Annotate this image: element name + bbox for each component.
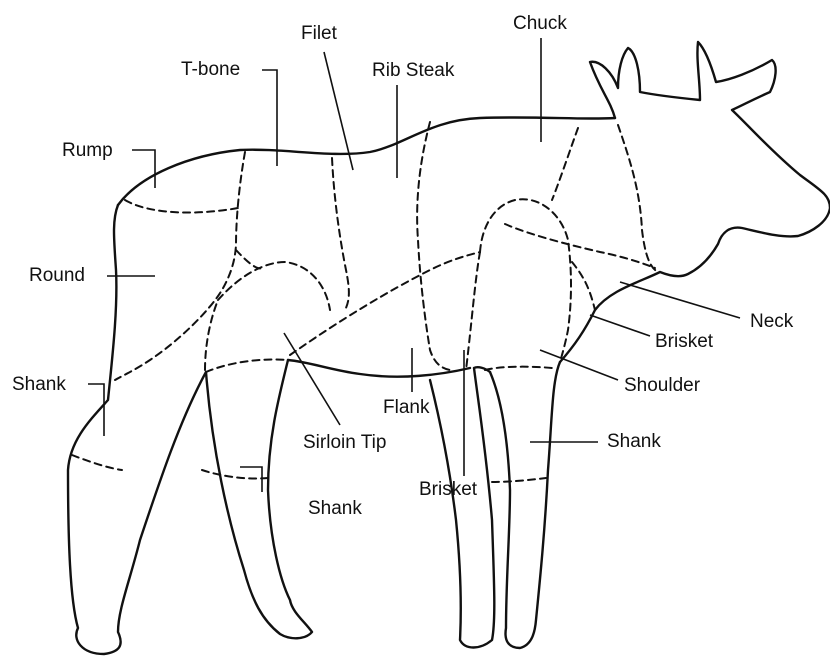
leader-sirloin-tip — [284, 333, 340, 425]
label-brisket-lower: Brisket — [419, 480, 477, 499]
leader-filet — [324, 52, 353, 170]
leader-shank-lower — [240, 467, 262, 492]
leader-shank-hind — [88, 384, 104, 436]
label-neck: Neck — [750, 312, 793, 331]
label-rib-steak: Rib Steak — [372, 61, 454, 80]
label-t-bone: T-bone — [181, 60, 240, 79]
moose-outline — [68, 42, 830, 654]
label-filet: Filet — [301, 24, 337, 43]
label-shoulder: Shoulder — [624, 376, 700, 395]
leader-lines — [88, 38, 740, 492]
label-shank-front: Shank — [607, 432, 661, 451]
leader-brisket-front — [590, 315, 650, 336]
label-brisket-front: Brisket — [655, 332, 713, 351]
label-flank: Flank — [383, 398, 429, 417]
label-chuck: Chuck — [513, 14, 567, 33]
label-shank-hind: Shank — [12, 375, 66, 394]
leader-shoulder — [540, 350, 618, 380]
label-rump: Rump — [62, 141, 113, 160]
label-sirloin-tip: Sirloin Tip — [303, 433, 386, 452]
label-shank-lower: Shank — [308, 499, 362, 518]
label-round: Round — [29, 266, 85, 285]
leader-neck — [620, 282, 740, 318]
cut-lines — [72, 122, 658, 482]
